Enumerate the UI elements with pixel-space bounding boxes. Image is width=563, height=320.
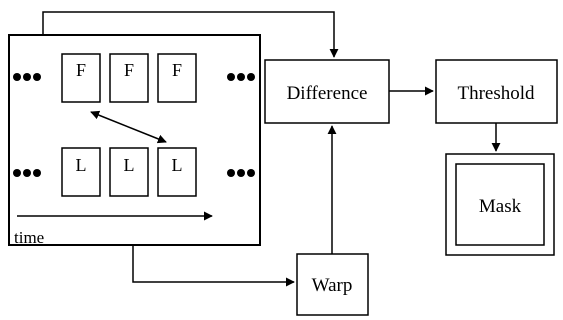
mask-box-inner — [455, 163, 545, 246]
difference-box — [264, 59, 390, 124]
warp-label: Warp — [312, 275, 353, 296]
frame-l-3-label: L — [172, 155, 183, 175]
sequence-container — [8, 34, 261, 246]
frame-f-1-label: F — [76, 60, 86, 80]
ellipsis-bottom-left — [13, 169, 41, 177]
mask-label: Mask — [479, 196, 522, 217]
frame-f-3-label: F — [172, 60, 182, 80]
arrow-sequence-to-difference — [42, 11, 339, 58]
frame-f-1: F — [61, 53, 101, 103]
threshold-label: Threshold — [457, 83, 535, 104]
ellipsis-top-left — [13, 73, 41, 81]
frame-l-1-label: L — [76, 155, 87, 175]
frame-l-2: L — [109, 147, 149, 197]
ellipsis-top-right — [227, 73, 255, 81]
difference-label: Difference — [287, 83, 368, 104]
frame-f-2: F — [109, 53, 149, 103]
correspondence-arrow — [90, 110, 167, 144]
frame-l-3: L — [157, 147, 197, 197]
arrow-sequence-to-warp — [132, 245, 295, 287]
time-label: time — [14, 228, 44, 247]
frame-l-2-label: L — [124, 155, 135, 175]
frame-l-1: L — [61, 147, 101, 197]
threshold-box — [435, 59, 558, 124]
ellipsis-bottom-right — [227, 169, 255, 177]
frame-f-3: F — [157, 53, 197, 103]
frame-f-2-label: F — [124, 60, 134, 80]
